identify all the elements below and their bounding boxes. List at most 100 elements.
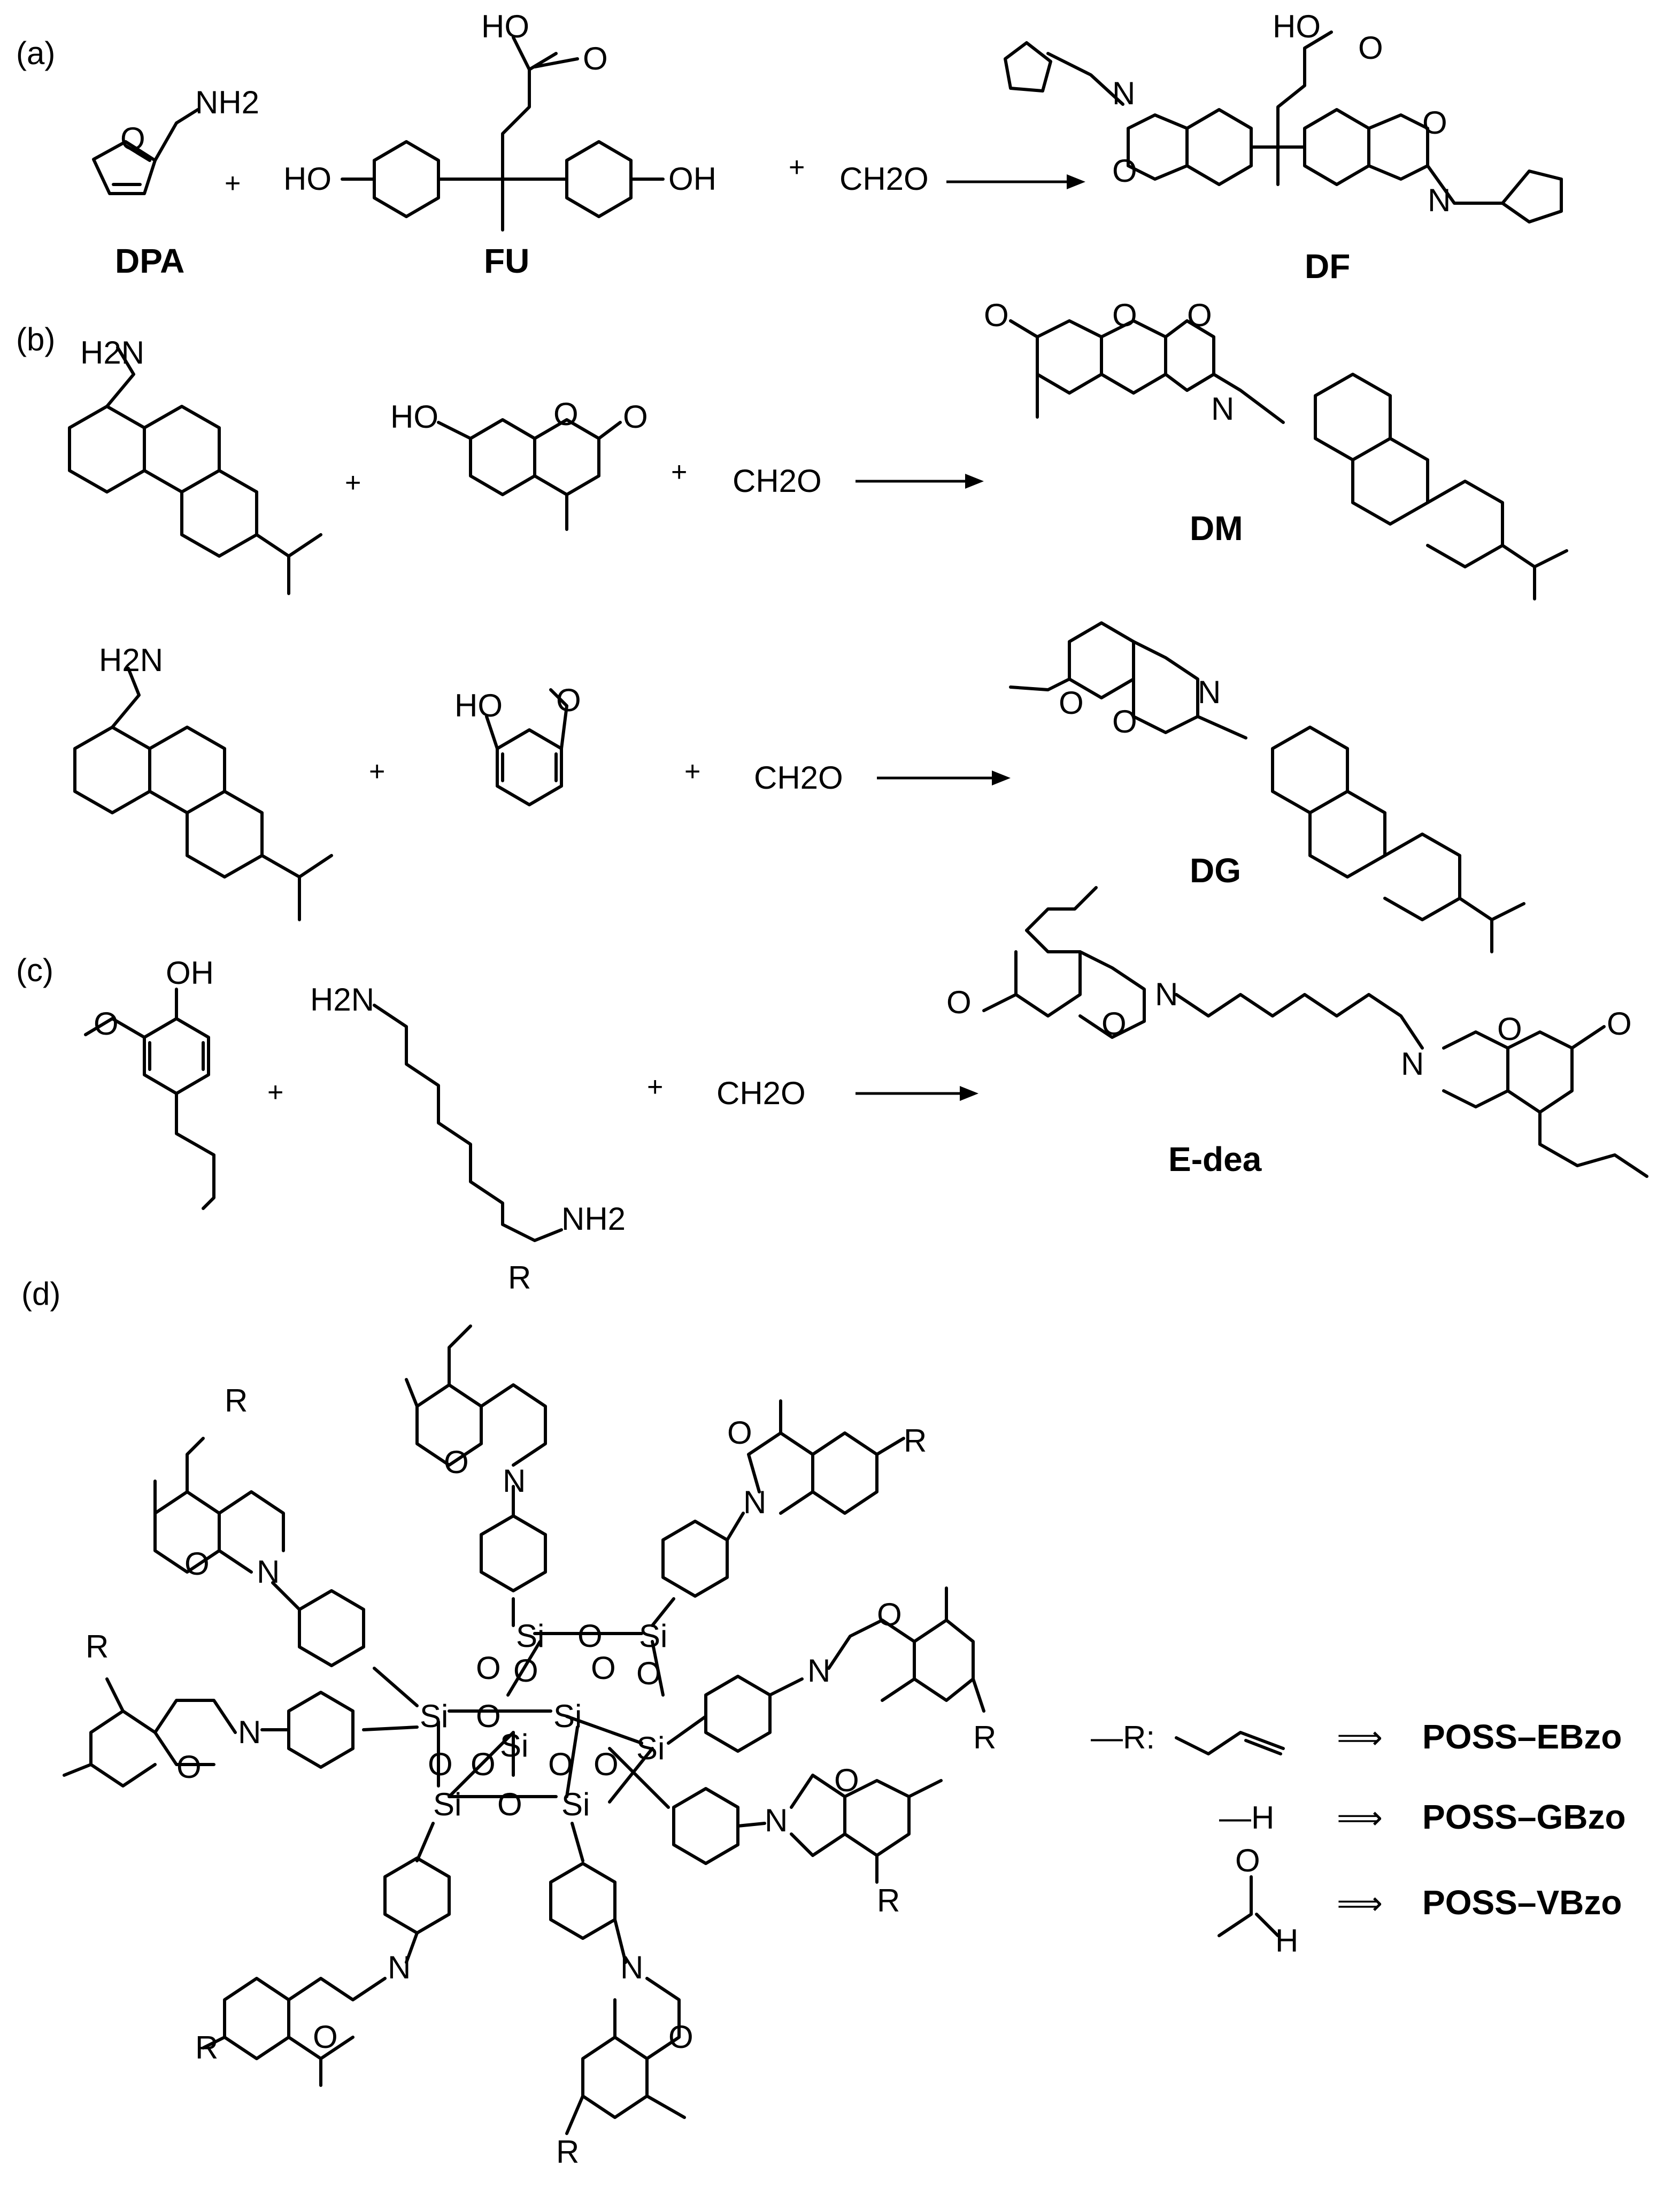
guaiacol-structure: HO O [454, 682, 581, 806]
df-acid-ho-atom: HO [1273, 9, 1321, 44]
arm7-r-atom: R [195, 2030, 218, 2066]
dehydroabietylamine-2: H2N [73, 642, 333, 921]
plus-c1: + [267, 1077, 283, 1108]
panel-b: (b) H2N + HO O O + CH2O [16, 297, 1568, 953]
si-atom-4: Si [553, 1698, 582, 1734]
dpa-nh2-atom: NH2 [195, 84, 259, 120]
df-n1-atom: N [1112, 75, 1135, 111]
plus-b3: + [369, 756, 385, 787]
si-atom-7: Si [433, 1786, 461, 1822]
eugenol-structure: OH O [84, 955, 215, 1210]
arm6-n-atom: N [765, 1802, 788, 1838]
si-atom-8: Si [561, 1786, 590, 1822]
poss-vbzo-label: POSS–VBzo [1422, 1883, 1622, 1922]
panel-a-label: (a) [16, 35, 55, 71]
arm5-o-atom: O [176, 1749, 202, 1785]
dg-n-atom: N [1198, 674, 1221, 710]
legend-aldehyde-h: H [1275, 1923, 1298, 1959]
df-o1-atom: O [1112, 153, 1137, 189]
plus-c2: + [647, 1072, 663, 1103]
si-atom-3: Si [420, 1698, 448, 1734]
diamine-h2n-atom: H2N [310, 982, 374, 1018]
reagent-b2: CH2O [754, 760, 843, 796]
arm1-r-atom: R [225, 1383, 248, 1419]
eugenol-oh-atom: OH [166, 955, 214, 991]
o-atom-2: O [476, 1698, 501, 1734]
arm1-o-atom: O [184, 1546, 210, 1582]
edea-n2-atom: N [1401, 1046, 1424, 1082]
df-acid-o-atom: O [1358, 30, 1383, 66]
si-atom-1: Si [516, 1618, 544, 1654]
arm2-n-atom: N [503, 1463, 526, 1499]
panel-c: (c) OH O + H2N NH2 + CH2O [16, 886, 1648, 1242]
o-atom-3: O [497, 1786, 522, 1822]
o-atom-8: O [428, 1746, 453, 1782]
reagent-b1: CH2O [733, 463, 822, 499]
diamine-nh2-atom: NH2 [561, 1201, 626, 1237]
dehydroabietylamine-1: H2N [68, 335, 322, 595]
amine1-h2n-atom: H2N [80, 335, 144, 371]
fu-name: FU [484, 242, 529, 280]
legend-r-label: —R: [1091, 1720, 1155, 1755]
edea-o3-atom: O [1497, 1011, 1522, 1047]
legend-aldehyde-o: O [1235, 1843, 1260, 1878]
fu-structure: HO OH HO O [283, 9, 716, 232]
fu-acid-ho-atom: HO [481, 9, 529, 44]
dg-o1-atom: O [1059, 685, 1084, 721]
dm-co-atom: O [984, 297, 1009, 333]
poss-ebzo-label: POSS–EBzo [1422, 1717, 1622, 1756]
edea-n1-atom: N [1155, 976, 1178, 1012]
arm5-n-atom: N [238, 1714, 261, 1750]
df-structure: N O O N HO O [1004, 9, 1563, 224]
panel-b-label: (b) [16, 321, 55, 357]
si-atom-6: Si [636, 1730, 665, 1766]
arm2-r-atom: R [508, 1260, 531, 1296]
df-n2-atom: N [1428, 182, 1451, 218]
fu-acid-o-atom: O [583, 41, 608, 76]
plus-a1: + [225, 168, 241, 199]
si-atom-5: Si [500, 1728, 528, 1763]
panel-d: (d) Si O Si Si O Si Si Si Si O Si O [21, 1260, 1626, 2170]
guaiacol-o-atom: O [556, 682, 581, 718]
arm8-r-atom: R [556, 2134, 579, 2170]
arm8-o-atom: O [668, 2019, 693, 2055]
o-atom-5: O [513, 1653, 538, 1689]
fu-ho-atom: HO [283, 161, 332, 197]
plus-a2: + [789, 152, 805, 183]
arm8-n-atom: N [620, 1950, 643, 1985]
dpa-name: DPA [115, 242, 184, 280]
r-group-legend: —R: ⟹ POSS–EBzo —H ⟹ POSS–GBzo O H ⟹ POS… [1091, 1717, 1626, 1959]
edea-o1-atom: O [946, 984, 972, 1020]
o-atom-9: O [471, 1746, 496, 1782]
coumarin-co-atom: O [623, 399, 648, 435]
eugenol-o-atom: O [94, 1006, 119, 1042]
edea-o4-atom: O [1607, 1006, 1632, 1042]
poss-arms: N O R N O R N O R [63, 1260, 996, 2170]
panel-d-label: (d) [21, 1276, 60, 1312]
dpa-o-atom: O [120, 121, 145, 157]
edea-structure: O O N N O O [946, 886, 1648, 1178]
panel-a: (a) O NH2 + DPA HO OH HO O FU [16, 9, 1563, 286]
arm6-o-atom: O [834, 1762, 859, 1798]
poss-gbzo-label: POSS–GBzo [1422, 1798, 1626, 1836]
decanediamine-structure: H2N NH2 [310, 982, 626, 1242]
fu-oh-atom: OH [668, 161, 716, 197]
arm7-n-atom: N [388, 1950, 411, 1985]
o-atom-7: O [636, 1655, 661, 1691]
dg-name: DG [1190, 851, 1241, 890]
plus-b1: + [345, 467, 361, 498]
arm2-o-atom: O [444, 1444, 469, 1480]
reagent-a: CH2O [839, 161, 929, 197]
guaiacol-ho-atom: HO [454, 688, 503, 723]
o-atom-10: O [548, 1746, 573, 1782]
dm-n-atom: N [1211, 391, 1234, 427]
double-arrow-3-icon: ⟹ [1337, 1885, 1383, 1921]
double-arrow-2-icon: ⟹ [1337, 1800, 1383, 1836]
coumarin-ring-o-atom: O [553, 396, 579, 432]
df-name: DF [1305, 247, 1350, 286]
edea-o2-atom: O [1101, 1006, 1127, 1042]
arm1-n-atom: N [257, 1554, 280, 1590]
double-arrow-1-icon: ⟹ [1337, 1720, 1383, 1755]
arm7-o-atom: O [313, 2019, 338, 2055]
